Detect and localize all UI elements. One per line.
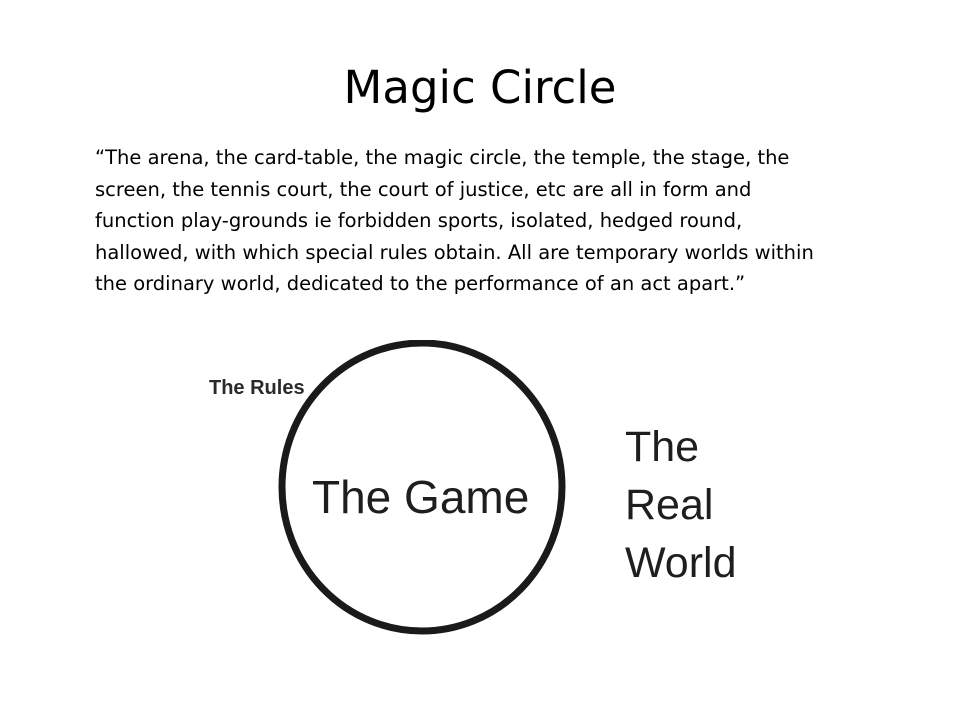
slide-title: Magic Circle: [343, 61, 617, 114]
real-world-label-line: Real: [625, 481, 714, 529]
quote-line: the ordinary world, dedicated to the per…: [95, 272, 746, 295]
diagram-canvas: [278, 340, 566, 635]
real-world-label-line: World: [625, 539, 737, 587]
magic-circle-diagram: The Rules The Game The Real World: [0, 340, 960, 640]
magic-circle-ring: [278, 340, 566, 635]
game-label: The Game: [312, 471, 530, 523]
quote-line: hallowed, with which special rules obtai…: [95, 240, 814, 264]
rules-label: The Rules: [209, 377, 305, 399]
quote-line: screen, the tennis court, the court of j…: [95, 177, 752, 201]
quote-text: “The arena, the card-table, the magic ci…: [95, 142, 915, 300]
real-world-label: The Real World: [625, 418, 737, 592]
real-world-label-line: The: [625, 423, 700, 471]
quote-line: “The arena, the card-table, the magic ci…: [95, 146, 790, 169]
quote-line: function play-grounds ie forbidden sport…: [95, 209, 743, 232]
